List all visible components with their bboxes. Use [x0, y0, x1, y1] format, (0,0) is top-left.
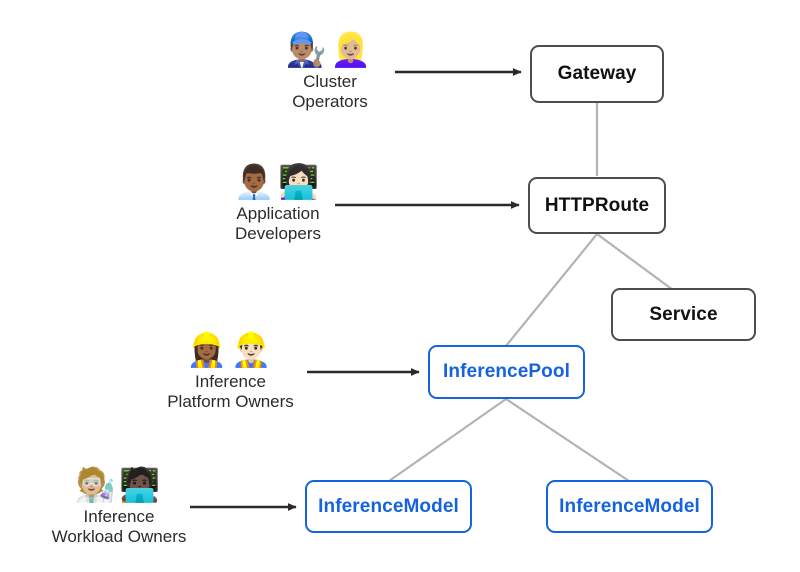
- node-inferencemodel-right[interactable]: InferenceModel: [546, 480, 713, 533]
- application-developers-emoji: 👨🏾‍💼👩🏻‍💻: [233, 162, 323, 201]
- inference-workload-owners-emoji: 🧑🏼‍🔬🧑🏿‍💻: [74, 465, 164, 504]
- cluster-operators-label-line2: Operators: [292, 92, 368, 111]
- node-inferencemodel-left[interactable]: InferenceModel: [305, 480, 472, 533]
- actor-inference-workload-owners: 🧑🏼‍🔬🧑🏿‍💻 Inference Workload Owners: [44, 466, 194, 547]
- node-service[interactable]: Service: [611, 288, 756, 341]
- inference-platform-owners-label-line1: Inference: [195, 372, 266, 391]
- actor-inference-platform-owners: 👷🏾‍♀️👷🏻‍♂️ Inference Platform Owners: [158, 331, 303, 412]
- inference-platform-owners-label-line2: Platform Owners: [167, 392, 294, 411]
- actor-cluster-operators: 👨🏽‍🔧👱🏼‍♀️ Cluster Operators: [265, 31, 395, 112]
- inference-platform-owners-emoji: 👷🏾‍♀️👷🏻‍♂️: [186, 330, 275, 369]
- node-httproute[interactable]: HTTPRoute: [528, 177, 666, 234]
- application-developers-label-line1: Application: [236, 204, 320, 223]
- cluster-operators-label-line1: Cluster: [303, 72, 357, 91]
- edge-httproute-inferencepool: [505, 233, 598, 347]
- cluster-operators-emoji: 👨🏽‍🔧👱🏼‍♀️: [285, 30, 375, 69]
- inference-workload-owners-label-line2: Workload Owners: [51, 527, 187, 546]
- actor-application-developers: 👨🏾‍💼👩🏻‍💻 Application Developers: [212, 163, 344, 244]
- application-developers-label-line2: Developers: [235, 224, 321, 243]
- edge-inferencepool-inferencemodel-left: [388, 398, 507, 482]
- inference-workload-owners-label-line1: Inference: [83, 507, 155, 526]
- node-inferencepool[interactable]: InferencePool: [428, 345, 585, 399]
- edge-httproute-service: [596, 233, 674, 291]
- node-gateway[interactable]: Gateway: [530, 45, 664, 103]
- edge-inferencepool-inferencemodel-right: [505, 398, 630, 482]
